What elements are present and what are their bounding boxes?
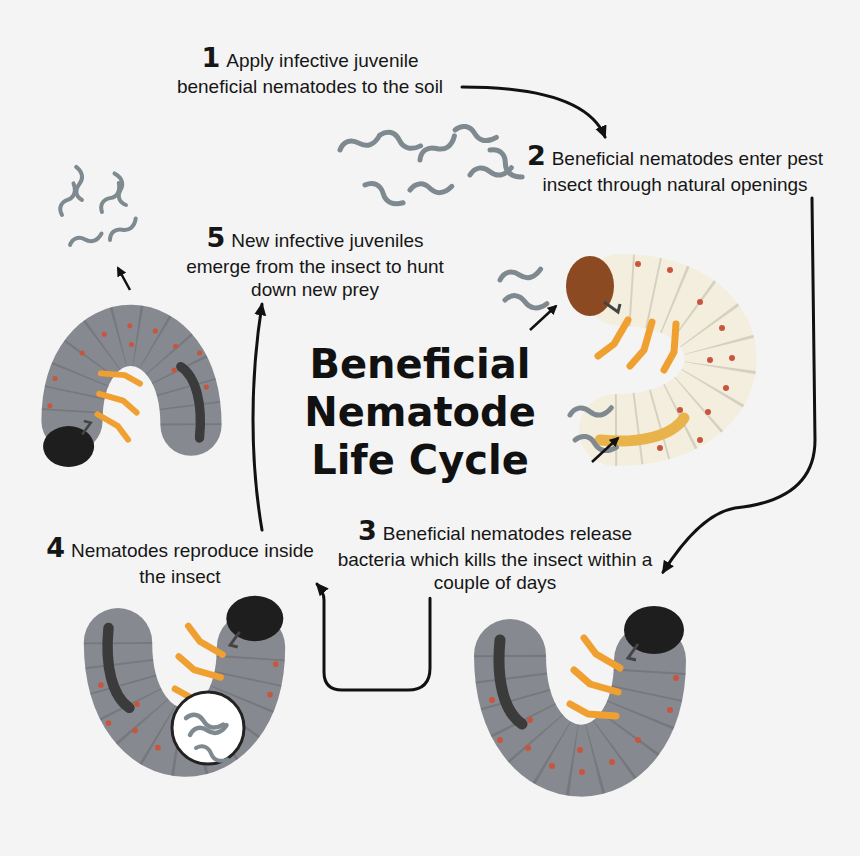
step-text: 1Apply infective juvenile beneficial nem…	[160, 42, 460, 98]
step-number: 3	[358, 515, 377, 546]
step-number: 1	[201, 42, 220, 73]
cycle-arrow	[317, 584, 430, 690]
step-description: Nematodes reproduce inside the insect	[71, 540, 314, 587]
step-number: 4	[46, 532, 65, 563]
step-number: 5	[207, 222, 226, 253]
cycle-arrow	[253, 304, 262, 530]
step-text: 2Beneficial nematodes enter pest insect …	[520, 140, 830, 196]
step-text: 3Beneficial nematodes release bacteria w…	[330, 515, 660, 594]
step-number: 2	[527, 140, 546, 171]
cycle-arrow	[462, 87, 605, 137]
step-description: Beneficial nematodes release bacteria wh…	[338, 523, 653, 593]
cycle-arrow	[663, 198, 815, 572]
step-description: Beneficial nematodes enter pest insect t…	[542, 148, 823, 195]
step-text: 4Nematodes reproduce inside the insect	[45, 532, 315, 588]
diagram-title: Beneficial Nematode Life Cycle	[285, 340, 555, 484]
step-text: 5New infective juveniles emerge from the…	[175, 222, 455, 301]
